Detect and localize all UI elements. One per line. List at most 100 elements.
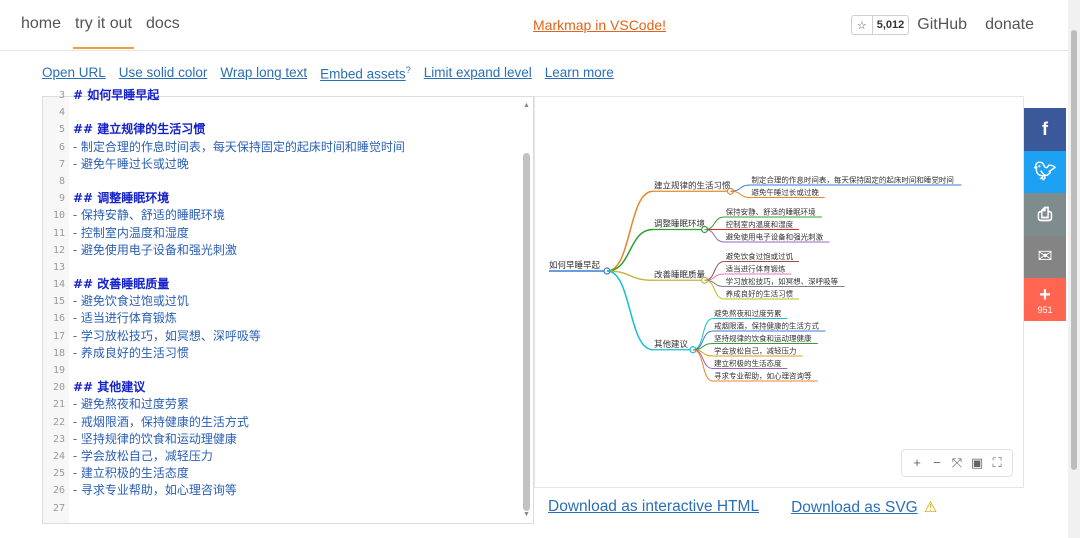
- nav-home[interactable]: home: [21, 15, 62, 32]
- mindmap-leaf-label: 避免午睡过长或过晚: [751, 187, 819, 197]
- mindmap-leaf-label: 坚持规律的饮食和运动理健康: [714, 333, 812, 343]
- mindmap-leaf-link: [692, 349, 714, 382]
- nav-docs[interactable]: docs: [145, 15, 180, 32]
- editor-line[interactable]: 18- 养成良好的生活习惯: [43, 345, 523, 362]
- share-more-button[interactable]: + 951: [1024, 278, 1066, 321]
- line-text: - 制定合理的作息时间表，每天保持固定的起床时间和睡觉时间: [73, 139, 405, 154]
- editor-line[interactable]: 10- 保持安静、舒适的睡眠环境: [43, 207, 523, 224]
- line-number: 25: [52, 468, 65, 480]
- github-star-button[interactable]: ☆ 5,012: [850, 15, 910, 35]
- mindmap-leaf-label: 建立积极的生活态度: [714, 358, 782, 368]
- nav-github[interactable]: GitHub: [917, 16, 968, 33]
- line-number: 20: [52, 382, 65, 394]
- zoom-in-icon[interactable]: +: [913, 455, 921, 470]
- line-number: 24: [52, 450, 65, 462]
- download-svg-group: Download as SVG⚠: [791, 498, 937, 517]
- editor-line[interactable]: 12- 避免使用电子设备和强光刺激: [43, 242, 523, 259]
- editor-line[interactable]: 16- 适当进行体育锻炼: [43, 310, 523, 327]
- mindmap-preview[interactable]: 如何早睡早起 建立规律的生活习惯 制定合理的作息时间表，每天保持固定的起床时间和睡觉…: [534, 96, 1024, 488]
- line-text: # 如何早睡早起: [73, 88, 160, 102]
- editor-line[interactable]: 4: [43, 104, 523, 121]
- mindmap-root-label: 如何早睡早起: [549, 260, 601, 271]
- editor-line[interactable]: 6- 制定合理的作息时间表，每天保持固定的起床时间和睡觉时间: [43, 139, 523, 156]
- mindmap-leaf-link: [730, 190, 751, 198]
- editor-line[interactable]: 8: [43, 173, 523, 190]
- editor-line[interactable]: 20## 其他建议: [43, 379, 523, 396]
- line-text: - 适当进行体育锻炼: [73, 311, 177, 326]
- editor-scrollbar[interactable]: ▲ ▼: [522, 101, 531, 519]
- line-number: 19: [52, 365, 65, 376]
- mindmap-leaf-label: 避免熬夜和过度劳累: [714, 308, 782, 318]
- line-text: - 控制室内温度和湿度: [73, 225, 189, 240]
- mindmap-leaf-label: 保持安静、舒适的睡眠环境: [726, 207, 816, 217]
- editor-line[interactable]: 11- 控制室内温度和湿度: [43, 225, 523, 242]
- line-number: 14: [52, 279, 65, 291]
- mindmap-leaf-link: [704, 229, 725, 243]
- mindmap-svg[interactable]: 如何早睡早起 建立规律的生活习惯 制定合理的作息时间表，每天保持固定的起床时间和睡觉…: [535, 97, 1023, 447]
- embed-assets-link[interactable]: Embed assets: [320, 66, 406, 82]
- editor-line[interactable]: 21- 避免熬夜和过度劳累: [43, 396, 523, 413]
- share-count: 951: [1037, 304, 1053, 315]
- editor-scroll-thumb[interactable]: [523, 153, 530, 511]
- mindmap-leaf-label: 学习放松技巧，如冥想、深呼吸等: [726, 276, 839, 286]
- toggle-icon[interactable]: ▣: [970, 455, 984, 470]
- editor-line[interactable]: 9## 调整睡眠环境: [43, 190, 523, 207]
- mindmap-leaf-label: 避免使用电子设备和强光刺激: [726, 232, 824, 242]
- page-scroll-thumb[interactable]: [1071, 30, 1077, 470]
- editor-line[interactable]: 14## 改善睡眠质量: [43, 276, 523, 293]
- embed-help-icon[interactable]: ?: [405, 65, 411, 75]
- nav-try-it-out[interactable]: try it out: [73, 15, 134, 49]
- editor-line[interactable]: 26- 寻求专业帮助，如心理咨询等: [43, 482, 523, 499]
- mindmap-branch-label: 改善睡眠质量: [654, 269, 706, 280]
- editor-line[interactable]: 23- 坚持规律的饮食和运动理健康: [43, 431, 523, 448]
- download-html-link[interactable]: Download as interactive HTML: [548, 498, 760, 515]
- editor-line[interactable]: 5## 建立规律的生活习惯: [43, 121, 523, 138]
- mindmap-leaf-label: 制定合理的作息时间表，每天保持固定的起床时间和睡觉时间: [751, 175, 954, 185]
- line-number: 13: [52, 261, 65, 273]
- editor-line[interactable]: 3# 如何早睡早起: [43, 87, 523, 104]
- mindmap-branch-link: [606, 270, 654, 351]
- line-number: 8: [58, 175, 65, 187]
- download-svg-link[interactable]: Download as SVG: [791, 499, 918, 516]
- page-scrollbar[interactable]: [1068, 0, 1080, 538]
- scroll-down-icon[interactable]: ▼: [523, 511, 530, 518]
- download-links: Download as interactive HTML Download as…: [548, 498, 937, 517]
- editor-line[interactable]: 22- 戒烟限酒，保持健康的生活方式: [43, 414, 523, 431]
- line-number: 26: [52, 485, 65, 497]
- editor-line[interactable]: 27: [43, 500, 523, 517]
- editor-line[interactable]: 24- 学会放松自己，减轻压力: [43, 448, 523, 465]
- mindmap-toolbar: + − ⤧ ▣ ⛶: [901, 449, 1013, 477]
- facebook-icon[interactable]: f: [1024, 108, 1066, 151]
- fullscreen-icon[interactable]: ⛶: [992, 455, 1002, 470]
- line-number: 10: [52, 210, 65, 222]
- line-number: 27: [52, 502, 65, 514]
- editor-line[interactable]: 17- 学习放松技巧，如冥想、深呼吸等: [43, 328, 523, 345]
- email-icon[interactable]: ✉: [1024, 235, 1066, 278]
- line-number: 21: [52, 399, 65, 411]
- line-text: - 建立积极的生活态度: [73, 466, 189, 481]
- line-number: 7: [58, 158, 65, 170]
- editor-line[interactable]: 13: [43, 259, 523, 276]
- editor-line[interactable]: 19: [43, 362, 523, 379]
- zoom-out-icon[interactable]: −: [933, 455, 941, 470]
- open-url-link[interactable]: Open URL: [42, 65, 106, 80]
- wrap-long-text-link[interactable]: Wrap long text: [220, 65, 308, 80]
- share-sidebar: f 🐦︎ ⎙ ✉ + 951: [1024, 108, 1066, 321]
- nav-donate[interactable]: donate: [985, 16, 1034, 33]
- mindmap-branch-label: 建立规律的生活习惯: [654, 180, 731, 191]
- scroll-up-icon[interactable]: ▲: [523, 102, 530, 109]
- editor-line[interactable]: 15- 避免饮食过饱或过饥: [43, 293, 523, 310]
- mindmap-branch-link: [606, 228, 654, 272]
- limit-expand-level-link[interactable]: Limit expand level: [423, 65, 532, 80]
- vscode-promo-link[interactable]: Markmap in VSCode!: [533, 17, 667, 33]
- print-icon[interactable]: ⎙: [1024, 193, 1066, 236]
- learn-more-link[interactable]: Learn more: [544, 65, 614, 80]
- editor-line[interactable]: 25 - 建立积极的生活态度: [43, 465, 523, 482]
- twitter-icon[interactable]: 🐦︎: [1024, 150, 1066, 193]
- mindmap-leaf-label: 寻求专业帮助，如心理咨询等: [714, 371, 812, 381]
- use-solid-color-link[interactable]: Use solid color: [118, 65, 208, 80]
- line-text: - 避免午睡过长或过晚: [73, 156, 189, 171]
- fit-icon[interactable]: ⤧: [951, 455, 963, 470]
- editor-line[interactable]: 7 - 避免午睡过长或过晚: [43, 156, 523, 173]
